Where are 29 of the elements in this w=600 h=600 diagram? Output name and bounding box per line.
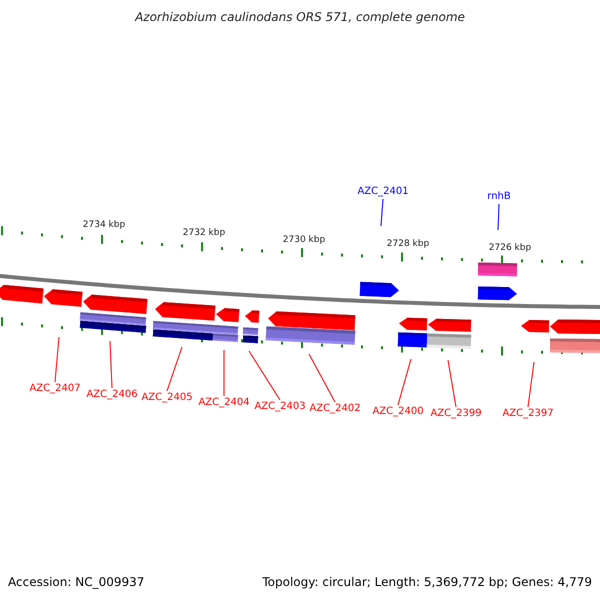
scale-label: 2728 kbp xyxy=(386,240,430,249)
leader-line xyxy=(248,350,280,400)
gene-label: AZC_2400 xyxy=(372,406,424,418)
scale-label: 2734 kbp xyxy=(82,221,126,230)
gene-label: AZC_2399 xyxy=(430,408,482,420)
gene-label: AZC_2404 xyxy=(198,397,250,409)
leader-line xyxy=(448,360,456,408)
title: Azorhizobium caulinodans ORS 571, complete genome xyxy=(134,11,466,23)
gene-label: AZC_2401 xyxy=(357,186,409,198)
gene-label: AZC_2403 xyxy=(254,401,306,413)
leader-line xyxy=(528,362,534,408)
gene-label: rnhB xyxy=(487,191,511,203)
leader-line xyxy=(308,354,336,402)
leader-line xyxy=(110,340,112,388)
gene-label: AZC_2402 xyxy=(309,403,361,415)
leader-line xyxy=(398,358,412,406)
footer-text: Topology: circular; Length: 5,369,772 bp; Genes: 4,779 xyxy=(262,576,592,588)
scale-label: 2726 kbp xyxy=(488,244,532,253)
gene-label: AZC_2397 xyxy=(502,408,554,420)
leader-line xyxy=(166,346,182,392)
leader-line xyxy=(380,198,384,226)
leader-line xyxy=(498,204,500,230)
footer-text: Accession: NC_009937 xyxy=(8,576,144,588)
gene-label: AZC_2407 xyxy=(29,383,81,395)
scale-label: 2730 kbp xyxy=(282,236,326,245)
gene-label: AZC_2406 xyxy=(86,389,138,401)
scale-label: 2732 kbp xyxy=(182,229,226,238)
leader-line xyxy=(54,336,60,382)
gene-label: AZC_2405 xyxy=(141,392,193,404)
